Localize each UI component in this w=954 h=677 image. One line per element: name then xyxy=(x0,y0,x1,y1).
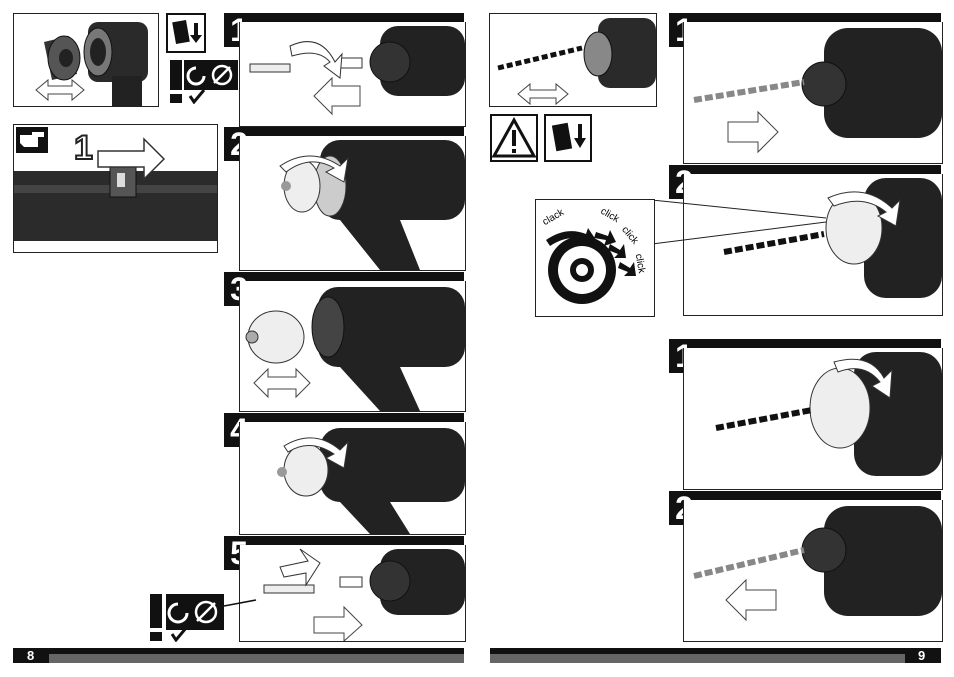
drill-bit-chuck-illustration xyxy=(489,13,657,107)
step-4-illustration xyxy=(239,422,466,535)
step-1-illustration xyxy=(239,22,466,127)
warning-triangle-icon xyxy=(490,114,538,162)
no-rotation-warning-icon-step5 xyxy=(146,592,258,642)
step-4-bar xyxy=(224,413,464,422)
step-3-bar xyxy=(224,272,464,281)
no-rotation-warning-icon xyxy=(166,58,238,104)
right-bottom-step-2-bar xyxy=(669,491,941,500)
step-1-bar xyxy=(224,13,464,22)
battery-remove-icon-right xyxy=(544,114,592,162)
right-top-step-1-illustration xyxy=(683,22,943,164)
callout-lines xyxy=(630,200,830,250)
chuck-removed-illustration xyxy=(13,13,159,107)
right-bottom-step-1-illustration xyxy=(683,348,943,490)
step-2-bar xyxy=(224,127,464,136)
right-bottom-step-1-bar xyxy=(669,339,941,348)
step-5-bar xyxy=(224,536,464,545)
page-number-right: 9 xyxy=(918,648,925,663)
step-2-illustration xyxy=(239,136,466,271)
right-bottom-step-2-illustration xyxy=(683,500,943,642)
step-3-illustration xyxy=(239,281,466,412)
page-number-left: 8 xyxy=(27,648,34,663)
click-detent-callout: clack click click click xyxy=(535,199,655,317)
battery-remove-icon xyxy=(166,13,206,53)
left-page-footer: 8 xyxy=(13,648,464,663)
right-top-step-1-bar xyxy=(669,13,941,22)
battery-slide-inset: 1 xyxy=(13,124,218,253)
pointing-hand-icon xyxy=(16,127,48,153)
inset-step-number: 1 xyxy=(74,129,93,168)
right-top-step-2-bar xyxy=(669,165,941,174)
right-page-footer: 9 xyxy=(490,648,941,663)
step-5-illustration xyxy=(239,545,466,642)
